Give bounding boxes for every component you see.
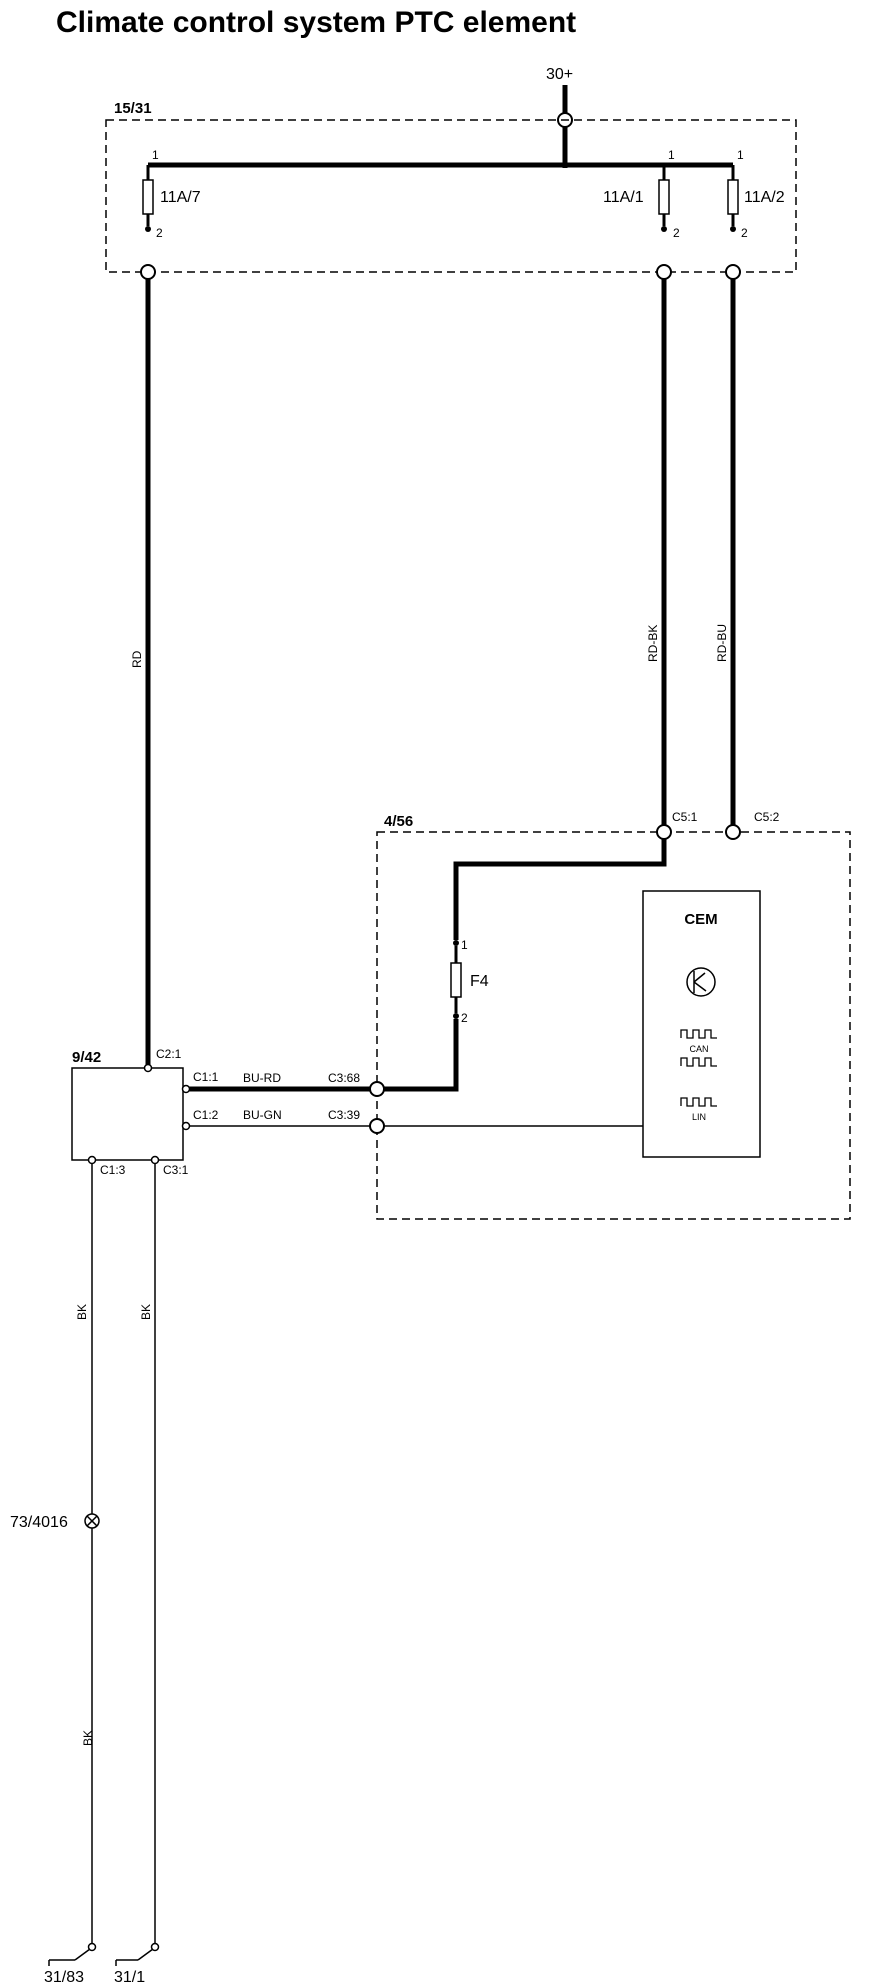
fuse-11a-2-pin-bottom: 2 — [741, 226, 748, 240]
ptc-module-id: 9/42 — [72, 1049, 101, 1066]
fuse-11a-2-label: 11A/2 — [744, 189, 785, 206]
supply-label: 30+ — [546, 66, 573, 83]
diagram-title: Climate control system PTC element — [56, 6, 577, 39]
ptc-pin-c1-2-label: C1:2 — [193, 1108, 219, 1122]
cem-control-icon — [686, 967, 716, 997]
splice-label: 73/4016 — [10, 1514, 68, 1531]
fuse-f4-label: F4 — [470, 973, 489, 990]
wire-label-bu-rd: BU-RD — [243, 1071, 281, 1085]
cem-connector-c5-1 — [656, 824, 672, 840]
fuse-box-outline — [105, 119, 797, 273]
lin-signal-icon — [680, 1097, 717, 1107]
ptc-pin-c1-1-label: C1:1 — [193, 1070, 219, 1084]
cem-unit-name: CEM — [684, 911, 717, 928]
cem-unit — [642, 890, 761, 1158]
cem-connector-c3-68-label: C3:68 — [328, 1071, 360, 1085]
ptc-module-box — [71, 1067, 184, 1161]
wire-label-bk-left: BK — [75, 1304, 89, 1320]
cem-module-outline — [376, 831, 851, 1220]
can-label: CAN — [689, 1044, 708, 1054]
cem-connector-c3-39 — [369, 1118, 385, 1134]
ground-31-1 — [115, 1942, 160, 1966]
ptc-pin-c2-1-label: C2:1 — [156, 1047, 182, 1061]
cem-module-id: 4/56 — [384, 813, 413, 830]
cem-connector-c3-68 — [369, 1081, 385, 1097]
cem-connector-c5-2-label: C5:2 — [754, 810, 780, 824]
ptc-pin-c1-3 — [87, 1155, 97, 1165]
cem-internal-c3-68 — [377, 1019, 459, 1092]
fuse-11a-1-label: 11A/1 — [603, 189, 644, 206]
wire-label-bu-gn: BU-GN — [243, 1108, 282, 1122]
fuse-11a-7-label: 11A/7 — [160, 189, 201, 206]
wire-label-rd-bu: RD-BU — [715, 624, 729, 662]
ptc-pin-c1-1 — [181, 1084, 191, 1094]
ptc-pin-c1-3-label: C1:3 — [100, 1163, 126, 1177]
fuse-11a-7: 1 11A/7 2 — [142, 148, 201, 240]
fuse-11a-2: 1 11A/2 2 — [727, 148, 785, 240]
terminal-11a-1-out — [656, 264, 672, 280]
lin-label: LIN — [692, 1112, 706, 1122]
wire-label-bk-right: BK — [139, 1304, 153, 1320]
fuse-11a-1-pin-top: 1 — [668, 148, 675, 162]
wire-label-bk-lower: BK — [81, 1730, 95, 1746]
fuse-f4-pin-top: 1 — [461, 938, 468, 952]
ptc-pin-c2-1 — [143, 1063, 153, 1073]
ground-31-83 — [48, 1942, 97, 1966]
terminal-11a-7-out — [140, 264, 156, 280]
ptc-pin-c3-1 — [150, 1155, 160, 1165]
fuse-box-id: 15/31 — [114, 100, 152, 117]
ptc-pin-c3-1-label: C3:1 — [163, 1163, 189, 1177]
cem-internal-supply — [453, 839, 667, 940]
can-signal-icon — [680, 1029, 717, 1067]
cem-connector-c3-39-label: C3:39 — [328, 1108, 360, 1122]
ptc-pin-c1-2 — [181, 1121, 191, 1131]
fuse-11a-2-pin-top: 1 — [737, 148, 744, 162]
fuse-11a-7-pin-bottom: 2 — [156, 226, 163, 240]
terminal-11a-2-out — [725, 264, 741, 280]
cem-connector-c5-1-label: C5:1 — [672, 810, 698, 824]
splice-73-4016 — [84, 1513, 100, 1529]
wire-label-rd-bk: RD-BK — [646, 625, 660, 662]
fuse-f4: 1 F4 2 — [450, 938, 489, 1025]
ground-31-83-label: 31/83 — [44, 1969, 84, 1982]
fuse-f4-pin-bottom: 2 — [461, 1011, 468, 1025]
fuse-11a-1-pin-bottom: 2 — [673, 226, 680, 240]
ground-31-1-label: 31/1 — [114, 1969, 145, 1982]
fuse-11a-7-pin-top: 1 — [152, 148, 159, 162]
wire-label-rd: RD — [130, 650, 144, 668]
fuse-11a-1: 1 11A/1 2 — [603, 148, 680, 240]
cem-connector-c5-2 — [725, 824, 741, 840]
